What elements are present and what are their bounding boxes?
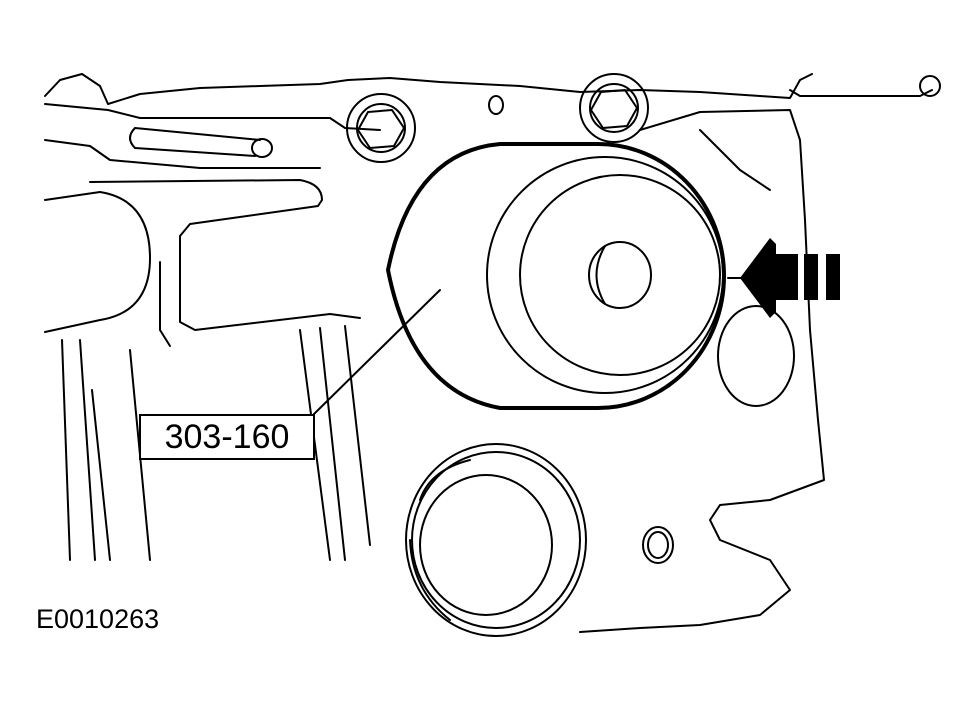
top-right-stud	[919, 75, 941, 97]
figure-id: E0010263	[36, 604, 160, 634]
casting-top-edge-right	[789, 89, 933, 97]
bolt-shaft	[129, 127, 261, 157]
bolt-shaft-end	[251, 138, 273, 158]
direction-arrow-icon	[740, 238, 840, 318]
tool-callout-label: 303-160	[139, 414, 315, 460]
rib-5	[319, 327, 346, 561]
upper-left-rail-lower	[44, 139, 321, 169]
small-hole-top	[488, 95, 504, 115]
bolt-left-outer	[346, 93, 416, 163]
casting-top-edge	[44, 73, 813, 105]
rib-6	[344, 325, 371, 546]
lower-plug-inner	[419, 474, 553, 616]
small-hole-lower	[647, 531, 669, 559]
rib-4	[299, 329, 331, 561]
callout-leader	[313, 289, 441, 415]
left-cylinder	[44, 191, 151, 333]
oval-hole	[717, 305, 795, 407]
rib-1	[61, 339, 71, 561]
right-casting-edge	[579, 109, 825, 633]
bolt-right-outer	[579, 73, 649, 143]
rib-2	[79, 339, 96, 561]
lower-plug-lip	[409, 459, 471, 621]
right-casting-inner	[699, 129, 771, 191]
lower-plug-outer	[405, 443, 587, 637]
lower-plug-ring	[411, 451, 581, 629]
bracket-inner	[159, 261, 171, 347]
bracket	[89, 179, 361, 331]
tool-face-outer	[486, 156, 724, 394]
tool-center-bore	[588, 241, 652, 309]
tool-center-bore-depth	[595, 245, 606, 305]
bolt-right-hex	[590, 89, 638, 129]
tool-face-inner	[519, 174, 721, 376]
bolt-left-hex	[357, 109, 405, 149]
rib-7	[91, 389, 111, 561]
tool-body	[386, 142, 726, 410]
upper-left-rail	[44, 103, 381, 131]
small-hole-lower-rim	[642, 526, 674, 564]
